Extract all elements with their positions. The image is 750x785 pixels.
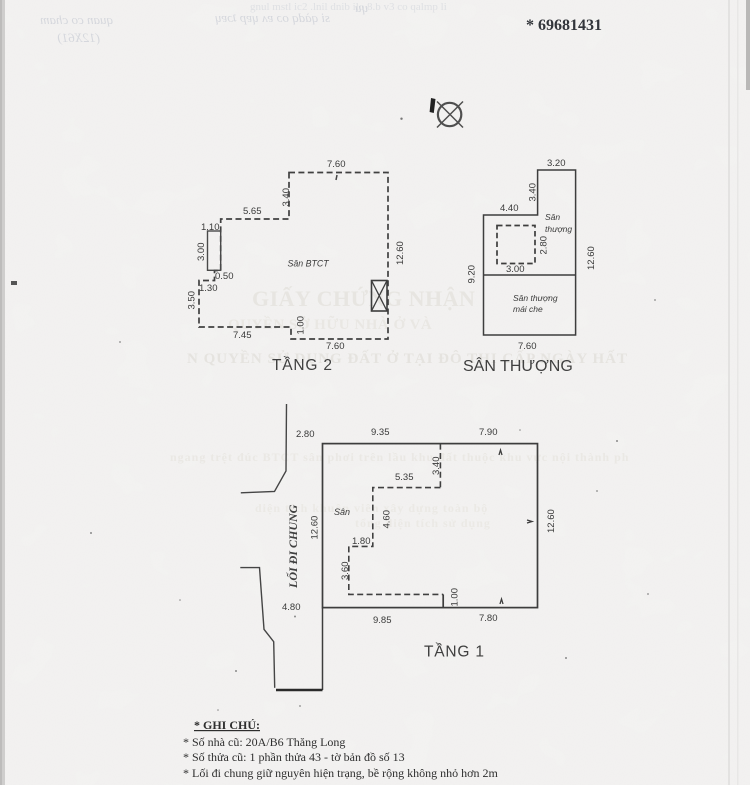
svg-text:SÂN THƯỢNG: SÂN THƯỢNG [463,356,573,375]
svg-text:GIẤY CHỨNG NHẬN: GIẤY CHỨNG NHẬN [252,286,475,311]
svg-text:0.50: 0.50 [215,271,234,282]
svg-text:1.80: 1.80 [352,536,371,547]
svg-text:* Số nhà cũ: 20A/B6 Thăng Long: * Số nhà cũ: 20A/B6 Thăng Long [183,735,345,749]
svg-text:Sân BTCT: Sân BTCT [288,259,330,269]
svg-text:3.00: 3.00 [506,264,525,275]
svg-text:3.40: 3.40 [528,183,539,202]
svg-text:* Số thửa cũ: 1 phần thửa 43 -: * Số thửa cũ: 1 phần thửa 43 - tờ bản đồ… [183,750,405,764]
svg-text:12.60: 12.60 [586,246,597,270]
svg-text:5.35: 5.35 [395,472,414,483]
svg-text:mái che: mái che [513,304,543,314]
svg-text:1.30: 1.30 [199,283,218,294]
svg-text:4.80: 4.80 [282,602,301,613]
svg-text:1.00: 1.00 [450,588,461,607]
svg-text:quan co cham: quan co cham [40,12,113,27]
svg-text:TẦNG 2: TẦNG 2 [272,357,333,374]
svg-text:2.80: 2.80 [296,429,315,440]
svg-text:ngang trệt đúc BTCT sân phơi t: ngang trệt đúc BTCT sân phơi trên lầu kh… [170,450,629,464]
svg-text:2.80: 2.80 [539,236,550,255]
svg-text:12.60: 12.60 [546,509,557,533]
svg-text:1.10: 1.10 [201,222,220,233]
svg-text:3.50: 3.50 [187,291,198,310]
svg-text:QUYỀN SỞ HỮU NHÀ Ở VÀ: QUYỀN SỞ HỮU NHÀ Ở VÀ [228,315,432,333]
svg-text:Sân thượng: Sân thượng [513,293,558,303]
svg-text:TẦNG 1: TẦNG 1 [424,644,485,661]
svg-text:7.60: 7.60 [518,341,537,352]
svg-text:thượng: thượng [545,224,572,234]
svg-text:N QUYỀN SỬ DỤNG ĐẤT Ở TẠI ĐÔ T: N QUYỀN SỬ DỤNG ĐẤT Ở TẠI ĐÔ THỊ CẤP NGÀ… [187,350,628,367]
svg-text:LỐI ĐI CHUNG: LỐI ĐI CHUNG [285,504,300,589]
svg-text:7.45: 7.45 [233,330,252,341]
svg-text:1.00: 1.00 [296,316,307,335]
svg-text:* GHI CHÚ:: * GHI CHÚ: [194,718,260,732]
svg-text:3.40: 3.40 [431,457,442,476]
svg-text:Sân: Sân [545,212,560,222]
svg-text:tổng diện tích sử dụng: tổng diện tích sử dụng [355,516,491,530]
svg-text:7.60: 7.60 [326,341,345,352]
svg-text:12.60: 12.60 [395,241,406,265]
svg-text:si qàdq oɔ ɐʌ ɥɐp ʇɔɐɥ: si qàdq oɔ ɐʌ ɥɐp ʇɔɐɥ [214,10,330,25]
svg-text:Sân: Sân [334,507,350,517]
svg-text:7.90: 7.90 [479,427,498,438]
svg-text:5.65: 5.65 [243,206,262,217]
svg-text:4.60: 4.60 [382,510,393,529]
svg-text:* 69681431: * 69681431 [526,17,602,34]
svg-text:7.80: 7.80 [479,613,498,624]
svg-text:3.60: 3.60 [340,562,351,581]
svg-text:3.40: 3.40 [281,188,292,207]
svg-text:diện tích khuôn viên xây dựng: diện tích khuôn viên xây dựng toàn bộ [255,501,488,515]
svg-text:(12X61): (12X61) [57,30,100,45]
svg-text:4.40: 4.40 [500,203,519,214]
svg-text:3.00: 3.00 [196,243,207,262]
svg-text:gnul mstl ic2 .lnil dnib ilo 8: gnul mstl ic2 .lnil dnib ilo 8.b v3 co q… [250,1,447,13]
svg-text:7.60: 7.60 [327,159,346,170]
svg-text:ɥu: ɥu [355,0,369,15]
svg-text:3.20: 3.20 [547,158,566,169]
svg-text:9.20: 9.20 [467,265,478,284]
svg-text:9.85: 9.85 [373,615,392,626]
svg-text:* Lối đi chung giữ nguyên hiện: * Lối đi chung giữ nguyên hiện trạng, bề… [183,766,498,780]
svg-text:9.35: 9.35 [371,427,390,438]
svg-text:12.60: 12.60 [310,516,321,540]
